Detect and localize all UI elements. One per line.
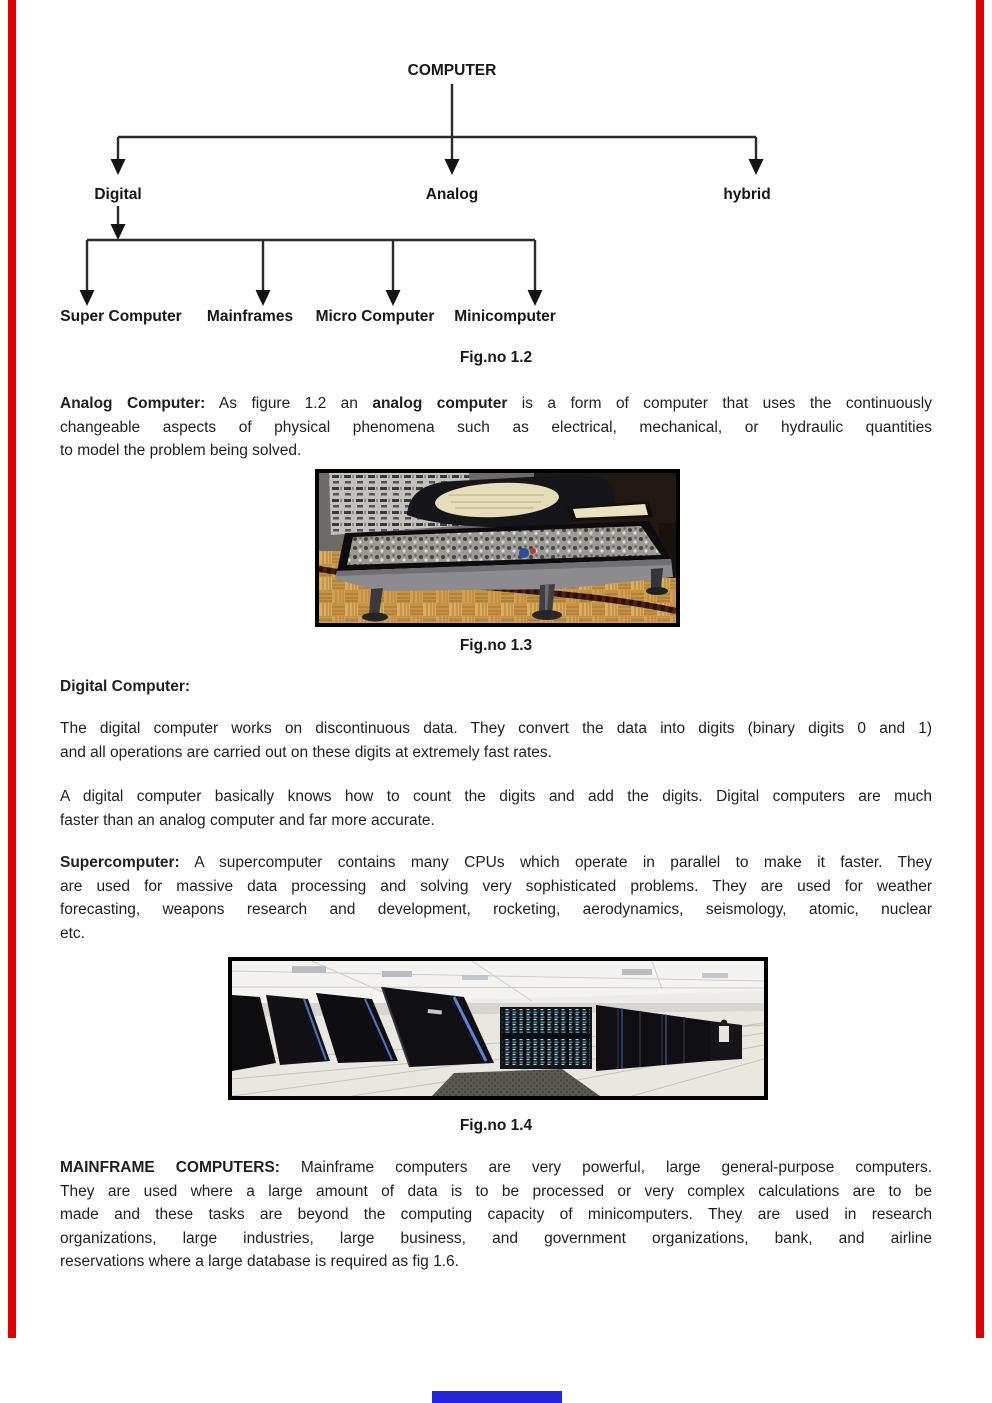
diagram-label-supercomputer: Super Computer <box>60 308 182 325</box>
paragraph-line: A digital computer basically knows how t… <box>60 788 932 805</box>
page-border-right <box>976 0 984 1338</box>
paragraph-line: made and these tasks are beyond the comp… <box>60 1206 932 1223</box>
analog-computer-photo <box>315 469 680 627</box>
diagram-label-microcomputer: Micro Computer <box>315 308 435 325</box>
diagram-label-hybrid: hybrid <box>723 186 771 203</box>
analog-computer-bold-phrase: analog computer <box>372 395 508 412</box>
analog-computer-paragraph: Analog Computer: As figure 1.2 an analog… <box>60 392 932 463</box>
paragraph-line: They are used where a large amount of da… <box>60 1182 932 1200</box>
supercomputer-paragraph: Supercomputer: A supercomputer contains … <box>60 851 932 945</box>
digital-computer-paragraph-2: A digital computer basically knows how t… <box>60 785 932 832</box>
diagram-label-analog: Analog <box>425 186 479 203</box>
paragraph-line: Analog Computer: As figure 1.2 an analog… <box>60 395 932 412</box>
mainframe-computers-paragraph: MAINFRAME COMPUTERS: Mainframe computers… <box>60 1156 932 1274</box>
page-border-left <box>8 0 16 1338</box>
paragraph-line: and all operations are carried out on th… <box>60 743 552 761</box>
mainframe-lead: MAINFRAME COMPUTERS: <box>60 1159 280 1176</box>
supercomputer-data-center-photo <box>228 957 768 1100</box>
fig-1-3-caption: Fig.no 1.3 <box>459 637 533 654</box>
paragraph-line: reservations where a large database is r… <box>60 1253 459 1270</box>
fig-1-4-caption: Fig.no 1.4 <box>459 1117 533 1134</box>
arrowhead-icons <box>79 159 764 306</box>
diagram-label-minicomputer: Minicomputer <box>454 308 556 325</box>
paragraph-line: Supercomputer: A supercomputer contains … <box>60 854 932 871</box>
diagram-label-mainframes: Mainframes <box>206 308 294 325</box>
paragraph-line: changeable aspects of physical phenomena… <box>60 418 932 436</box>
paragraph-line: faster than an analog computer and far m… <box>60 811 435 829</box>
digital-computer-paragraph-1: The digital computer works on discontinu… <box>60 717 932 764</box>
diagram-label-digital: Digital <box>94 186 142 203</box>
digital-computer-heading: Digital Computer: <box>60 678 191 695</box>
paragraph-line: MAINFRAME COMPUTERS: Mainframe computers… <box>60 1159 933 1176</box>
paragraph-line: etc. <box>60 924 85 942</box>
paragraph-line: are used for massive data processing and… <box>60 877 932 895</box>
computer-classification-diagram: COMPUTER Digital Analog hybrid Super Com… <box>0 0 992 345</box>
analog-computer-illustration <box>319 473 676 623</box>
paragraph-line: forecasting, weapons research and develo… <box>60 901 932 918</box>
next-page-border-top <box>432 1391 562 1403</box>
diagram-root-label: COMPUTER <box>407 62 497 79</box>
analog-computer-lead: Analog Computer: <box>60 395 206 412</box>
paragraph-line: organizations, large industries, large b… <box>60 1229 932 1247</box>
paragraph-line: The digital computer works on discontinu… <box>60 720 932 737</box>
paragraph-line: to model the problem being solved. <box>60 442 302 459</box>
supercomputer-illustration <box>232 961 764 1096</box>
diagram-connector-lines <box>79 84 764 306</box>
fig-1-2-caption: Fig.no 1.2 <box>459 349 533 366</box>
supercomputer-lead: Supercomputer: <box>60 854 180 871</box>
